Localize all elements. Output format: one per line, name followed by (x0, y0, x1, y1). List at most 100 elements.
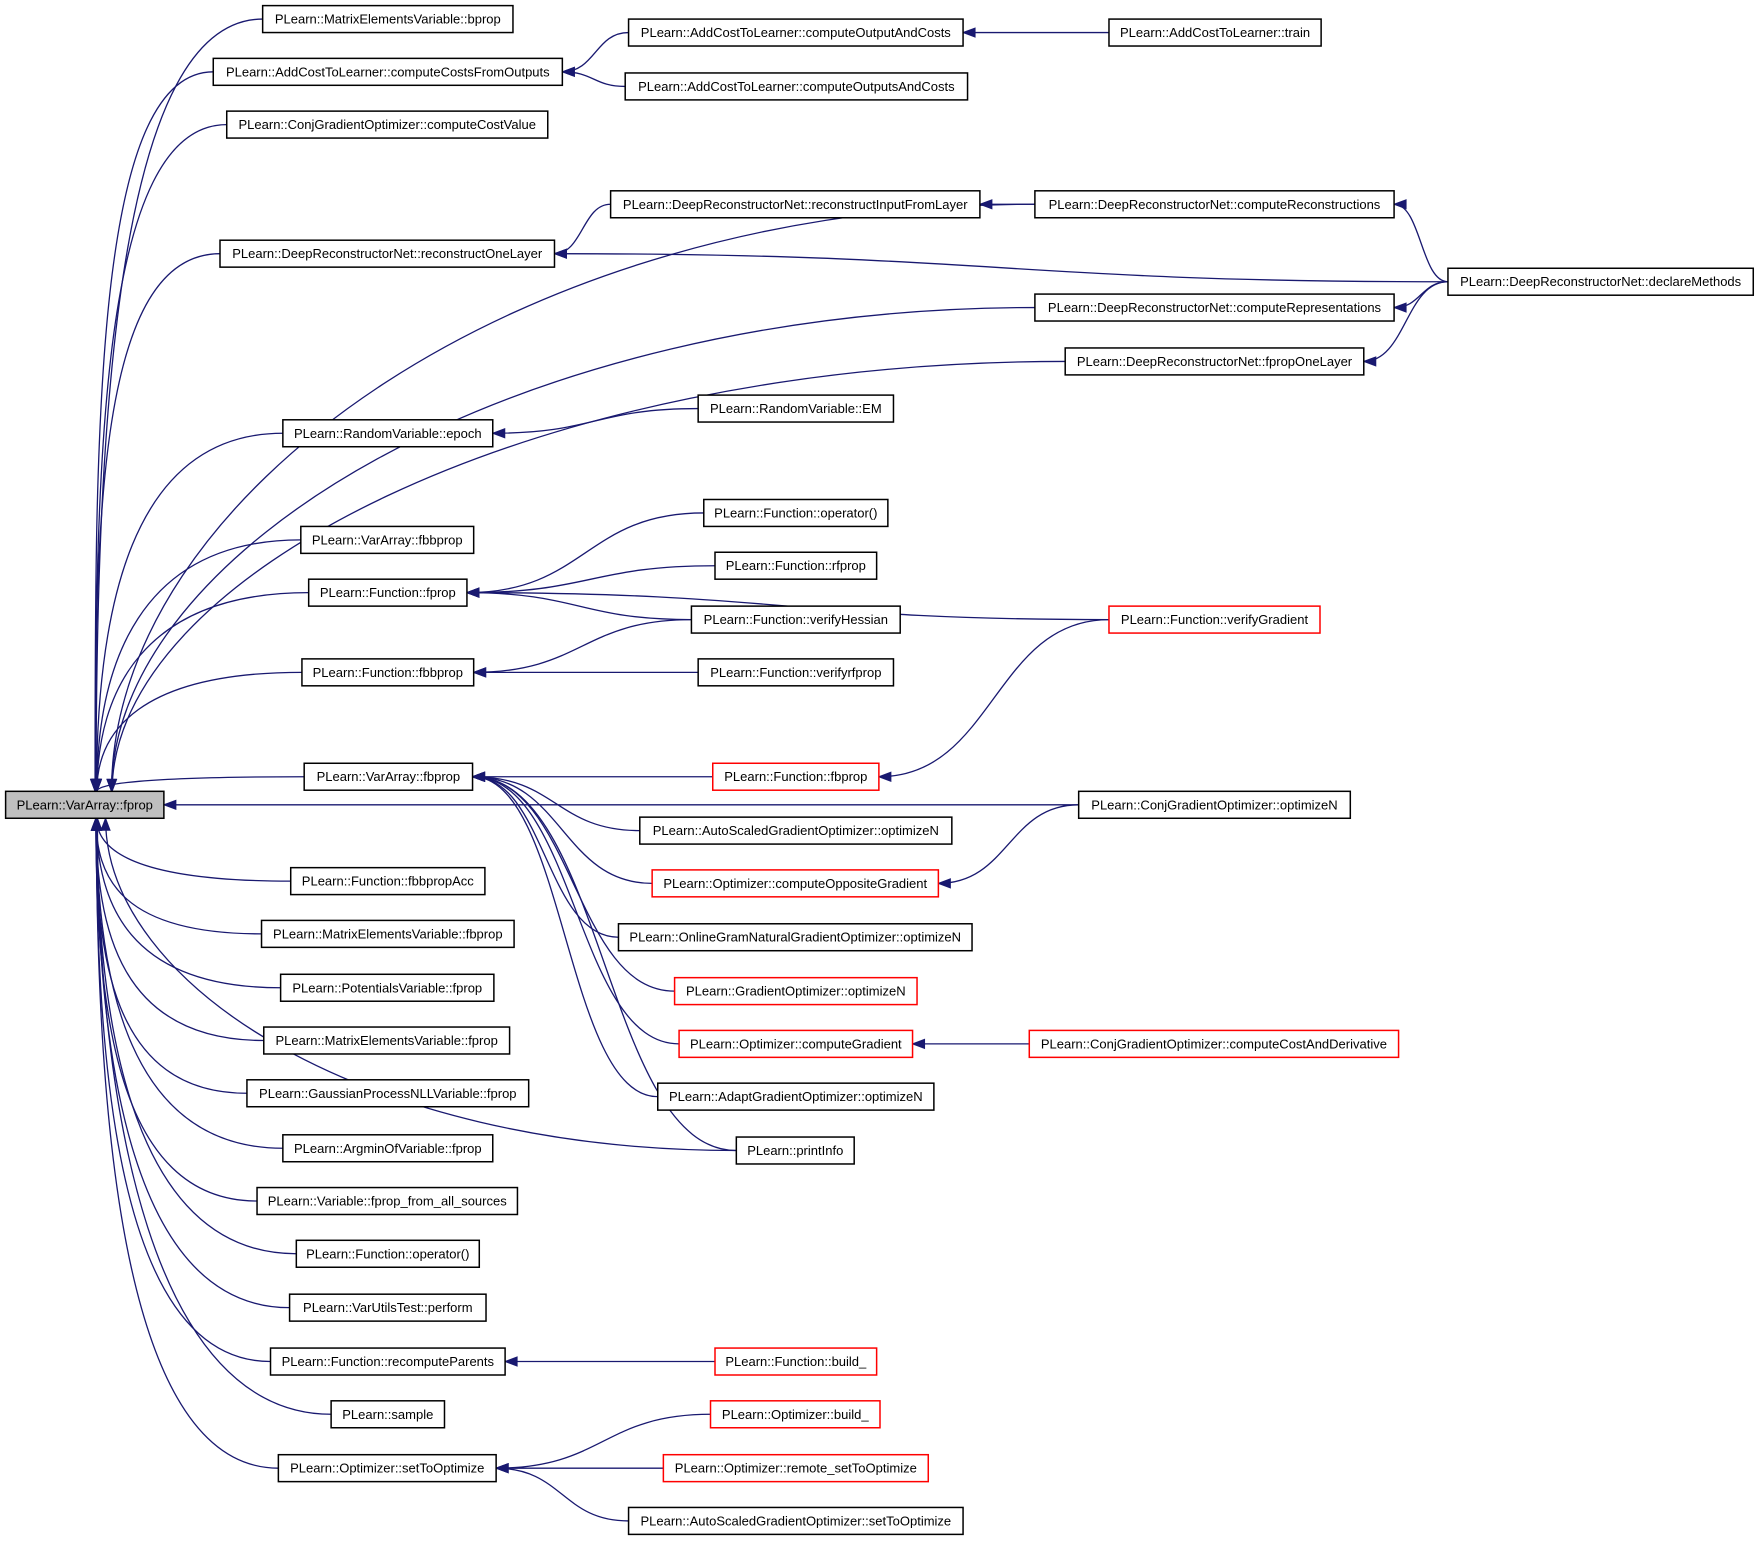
function-node[interactable]: PLearn::Optimizer::computeOppositeGradie… (651, 869, 940, 898)
node-box (735, 1136, 855, 1165)
function-node[interactable]: PLearn::Function::verifyGradient (1108, 605, 1321, 634)
function-node[interactable]: PLearn::Function::verifyHessian (690, 605, 901, 634)
node-label: PLearn::Optimizer::remote_setToOptimize (675, 1461, 917, 1476)
call-edge (95, 818, 264, 1042)
edge-arrowhead (978, 199, 993, 210)
function-node[interactable]: PLearn::DeepReconstructorNet::computeRec… (1034, 190, 1395, 219)
function-node[interactable]: PLearn::Function::build_ (714, 1347, 878, 1376)
node-label: PLearn::AutoScaledGradientOptimizer::set… (640, 1513, 951, 1528)
function-node[interactable]: PLearn::DeepReconstructorNet::reconstruc… (219, 239, 556, 268)
edge-arrowhead (877, 771, 892, 782)
function-node[interactable]: PLearn::Function::rfprop (714, 551, 878, 580)
function-node[interactable]: PLearn::GaussianProcessNLLVariable::fpro… (246, 1079, 530, 1108)
node-label: PLearn::DeepReconstructorNet::declareMet… (1460, 274, 1742, 289)
call-edge (938, 804, 1079, 885)
call-edge (466, 565, 716, 594)
function-node[interactable]: PLearn::OnlineGramNaturalGradientOptimiz… (617, 923, 973, 952)
node-label: PLearn::Function::verifyGradient (1121, 612, 1309, 627)
function-node[interactable]: PLearn::MatrixElementsVariable::fbprop (260, 919, 515, 949)
function-node[interactable]: PLearn::DeepReconstructorNet::declareMet… (1447, 267, 1755, 296)
node-box (1034, 293, 1395, 322)
node-box (219, 239, 556, 268)
node-box (697, 394, 895, 423)
function-node[interactable]: PLearn::AddCostToLearner::computeOutputA… (627, 18, 964, 47)
node-label: PLearn::DeepReconstructorNet::fpropOneLa… (1077, 354, 1353, 369)
node-label: PLearn::GradientOptimizer::optimizeN (686, 984, 906, 999)
function-node[interactable]: PLearn::Function::verifyrfprop (697, 658, 895, 687)
call-edge (96, 592, 309, 792)
focus-node[interactable]: PLearn::VarArray::fprop (4, 790, 165, 820)
edge-arrowhead (465, 587, 480, 598)
function-node[interactable]: PLearn::Function::operator() (295, 1239, 481, 1268)
function-node[interactable]: PLearn::AutoScaledGradientOptimizer::set… (627, 1506, 964, 1536)
function-node[interactable]: PLearn::Function::fbbpropAcc (289, 866, 486, 896)
node-label: PLearn::Function::recomputeParents (282, 1354, 495, 1369)
function-node[interactable]: PLearn::AddCostToLearner::train (1108, 18, 1322, 47)
function-node[interactable]: PLearn::Function::fbprop (712, 762, 880, 791)
function-node[interactable]: PLearn::PotentialsVariable::fprop (279, 973, 495, 1002)
node-box (712, 762, 880, 791)
function-node[interactable]: PLearn::sample (330, 1400, 446, 1429)
function-node[interactable]: PLearn::Variable::fprop_from_all_sources (256, 1186, 519, 1216)
function-node[interactable]: PLearn::ArgminOfVariable::fprop (282, 1134, 494, 1163)
function-node[interactable]: PLearn::VarArray::fbbprop (300, 525, 475, 555)
call-edge (96, 539, 301, 792)
function-node[interactable]: PLearn::VarArray::fbprop (303, 762, 474, 791)
function-node[interactable]: PLearn::ConjGradientOptimizer::optimizeN (1077, 790, 1352, 820)
function-node[interactable]: PLearn::ConjGradientOptimizer::computeCo… (225, 110, 549, 139)
call-edge (95, 818, 258, 1202)
node-label: PLearn::DeepReconstructorNet::computeRep… (1048, 300, 1382, 315)
call-edge (492, 407, 699, 434)
node-box (307, 578, 468, 607)
function-node[interactable]: PLearn::Function::fbbprop (301, 658, 475, 687)
function-node[interactable]: PLearn::DeepReconstructorNet::fpropOneLa… (1064, 347, 1365, 376)
function-node[interactable]: PLearn::Optimizer::setToOptimize (277, 1453, 497, 1483)
function-node[interactable]: PLearn::AdaptGradientOptimizer::optimize… (657, 1082, 935, 1111)
node-box (1447, 267, 1755, 296)
node-label: PLearn::printInfo (747, 1143, 843, 1158)
function-node[interactable]: PLearn::DeepReconstructorNet::reconstruc… (609, 190, 981, 219)
node-box (627, 18, 964, 47)
function-node[interactable]: PLearn::Optimizer::computeGradient (678, 1029, 914, 1059)
node-box (714, 1347, 878, 1376)
node-box (282, 1134, 494, 1163)
node-box (246, 1079, 530, 1108)
call-edge (110, 203, 1035, 792)
node-label: PLearn::Function::rfprop (726, 558, 866, 573)
function-node[interactable]: PLearn::AddCostToLearner::computeCostsFr… (212, 57, 564, 87)
edge-arrowhead (1392, 302, 1407, 313)
function-node[interactable]: PLearn::AddCostToLearner::computeOutputs… (624, 72, 969, 101)
node-label: PLearn::AddCostToLearner::train (1120, 25, 1310, 40)
function-node[interactable]: PLearn::RandomVariable::epoch (282, 419, 494, 448)
call-edge (466, 592, 692, 621)
function-node[interactable]: PLearn::GradientOptimizer::optimizeN (673, 976, 918, 1006)
function-node[interactable]: PLearn::printInfo (735, 1136, 855, 1165)
function-node[interactable]: PLearn::Optimizer::remote_setToOptimize (662, 1453, 930, 1483)
call-edge (95, 18, 263, 792)
function-node[interactable]: PLearn::RandomVariable::EM (697, 394, 895, 423)
call-edge (96, 671, 302, 792)
node-box (269, 1347, 506, 1376)
function-node[interactable]: PLearn::Optimizer::build_ (709, 1400, 881, 1429)
node-label: PLearn::Function::operator() (714, 505, 877, 520)
node-box (709, 1400, 881, 1429)
node-label: PLearn::AddCostToLearner::computeOutputs… (638, 79, 955, 94)
function-node[interactable]: PLearn::VarUtilsTest::perform (288, 1293, 487, 1322)
call-edge (473, 618, 692, 673)
function-node[interactable]: PLearn::DeepReconstructorNet::computeRep… (1034, 293, 1395, 322)
function-node[interactable]: PLearn::Function::operator() (703, 498, 889, 528)
call-edge (95, 818, 271, 1363)
function-node[interactable]: PLearn::Function::fprop (307, 578, 468, 607)
function-node[interactable]: PLearn::AutoScaledGradientOptimizer::opt… (639, 816, 953, 845)
node-label: PLearn::RandomVariable::EM (710, 401, 882, 416)
function-node[interactable]: PLearn::Function::recomputeParents (269, 1347, 506, 1376)
node-box (651, 869, 940, 898)
node-box (609, 190, 981, 219)
node-box (617, 923, 973, 952)
node-label: PLearn::AddCostToLearner::computeOutputA… (641, 25, 952, 40)
edge-arrowhead (491, 428, 506, 439)
call-edge (94, 71, 214, 792)
function-node[interactable]: PLearn::MatrixElementsVariable::fprop (263, 1026, 511, 1055)
function-node[interactable]: PLearn::ConjGradientOptimizer::computeCo… (1028, 1029, 1400, 1059)
function-node[interactable]: PLearn::MatrixElementsVariable::bprop (261, 4, 514, 34)
